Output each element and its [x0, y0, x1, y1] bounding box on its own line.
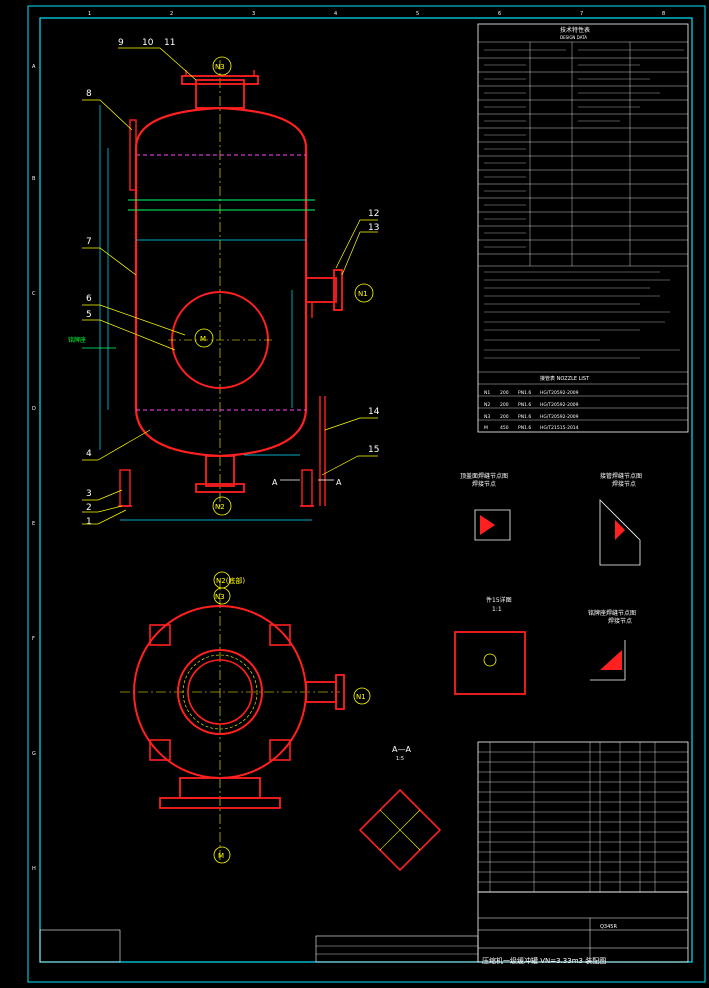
col-marker-3: 3: [252, 11, 255, 17]
callout-8: 8: [86, 89, 92, 99]
col-marker-2: 2: [170, 11, 173, 17]
nozzle-row-dn: 200: [500, 402, 509, 408]
plan-view-label-n2: N2(底部): [216, 576, 245, 585]
row-marker-e: E: [32, 521, 35, 527]
callout-12: 12: [368, 209, 379, 219]
parts-list-table: [477, 741, 689, 893]
section-scale: 1:5: [396, 756, 404, 762]
col-marker-5: 5: [416, 11, 419, 17]
detail-4-sub: 焊接节点: [608, 617, 632, 625]
row-marker-d: D: [32, 406, 36, 412]
callout-14: 14: [368, 407, 380, 417]
callout-3: 3: [86, 489, 92, 499]
row-marker-h: H: [32, 866, 36, 872]
nozzle-label-n2: N2: [215, 503, 225, 511]
nozzle-label-m: M: [200, 335, 206, 343]
nozzle-row-rating: PN1.6: [518, 414, 531, 420]
col-marker-1: 1: [88, 11, 91, 17]
nozzle-row-dn: 200: [500, 414, 509, 420]
row-marker-c: C: [32, 291, 36, 297]
plan-label-n1: N1: [356, 693, 366, 701]
nozzle-row-std: HG/T20592-2009: [540, 414, 579, 420]
nozzle-row-std: HG/T20592-2009: [540, 390, 579, 396]
detail-2-sub: 焊接节点: [612, 480, 636, 488]
title-block: 压缩机一级缓冲罐 VN=3.33m3 装配图 Q345R: [39, 891, 689, 965]
design-data-subtitle: DESIGN DATA: [560, 35, 587, 40]
col-marker-6: 6: [498, 11, 501, 17]
col-marker-7: 7: [580, 11, 583, 17]
callout-7: 7: [86, 237, 92, 247]
nozzle-row-dn: 450: [500, 425, 509, 431]
nozzle-row-std: HG/T21515-2014: [540, 425, 579, 431]
plan-labels: N2(底部) N3 N1 M: [215, 576, 366, 860]
row-marker-b: B: [32, 176, 36, 182]
nozzle-row-std: HG/T20592-2009: [540, 402, 579, 408]
detail-3-sub: 1:1: [492, 606, 502, 613]
design-data-title: 技术特性表: [560, 26, 590, 34]
row-marker-f: F: [32, 636, 35, 642]
nozzle-row-dn: 200: [500, 390, 509, 396]
title-material-note: Q345R: [600, 924, 617, 930]
nozzle-row-id: N1: [484, 390, 490, 396]
nozzle-row-id: N3: [484, 414, 490, 420]
row-marker-a: A: [32, 64, 36, 70]
detail-1-sub: 焊接节点: [472, 480, 496, 488]
detail-2-title: 接管焊缝节点图: [600, 472, 642, 480]
callout-13: 13: [368, 223, 379, 233]
section-title: A—A: [392, 745, 411, 754]
design-data-table: 技术特性表 DESIGN DATA: [477, 23, 689, 433]
callout-1: 1: [86, 517, 92, 527]
drawing-title: 压缩机一级缓冲罐 VN=3.33m3 装配图: [482, 956, 606, 965]
outer-border: [27, 5, 706, 983]
nozzle-row-rating: PN1.6: [518, 425, 531, 431]
detail-1-title: 顶盖面焊缝节点图: [460, 472, 508, 480]
section-mark-a-left: A: [272, 478, 278, 487]
detail-views: 顶盖面焊缝节点图 焊接节点 接管焊缝节点图 焊接节点 件15详图 1:1 铭牌座…: [454, 472, 642, 695]
col-marker-8: 8: [662, 11, 665, 17]
grid-markers: 1 2 3 4 5 6 7 8 A B C D E F G H: [32, 11, 665, 872]
nozzle-table-rows: N1 200 PN1.6 HG/T20592-2009 N2 200 PN1.6…: [484, 390, 579, 431]
detail-4-title: 铭牌座焊缝节点图: [588, 609, 636, 617]
section-mark-a-right: A: [336, 478, 342, 487]
nozzle-label-n3: N3: [215, 63, 225, 71]
nozzle-row-id: M: [484, 425, 488, 431]
callout-10: 10: [142, 38, 154, 48]
nozzle-row-rating: PN1.6: [518, 402, 531, 408]
section-a-a: A—A 1:5: [358, 745, 442, 872]
row-marker-g: G: [32, 751, 36, 757]
inner-border: [39, 17, 693, 963]
callout-9: 9: [118, 38, 124, 48]
callouts: 9 10 11 8 7 6 5 4 3 2 1 12 13 14 15: [86, 38, 380, 527]
callout-4: 4: [86, 449, 92, 459]
callout-15: 15: [368, 445, 379, 455]
nozzle-table-title: 接管表 NOZZLE LIST: [540, 375, 590, 382]
vessel-elevation: [82, 47, 378, 525]
nozzle-bubbles: N3 N1 M N2: [194, 56, 374, 516]
col-marker-4: 4: [334, 11, 337, 17]
callout-5: 5: [86, 310, 92, 320]
plan-label-n3: N3: [215, 593, 225, 601]
callout-2: 2: [86, 503, 92, 513]
plan-label-m: M: [218, 852, 224, 860]
nozzle-label-n1: N1: [358, 290, 368, 298]
callout-6: 6: [86, 294, 92, 304]
vessel-plan-view: [120, 571, 371, 864]
detail-3-title: 件15详图: [486, 596, 512, 604]
nozzle-row-rating: PN1.6: [518, 390, 531, 396]
callout-11: 11: [164, 38, 175, 48]
nameplate-label: 铭牌座: [68, 336, 86, 344]
nozzle-row-id: N2: [484, 402, 490, 408]
